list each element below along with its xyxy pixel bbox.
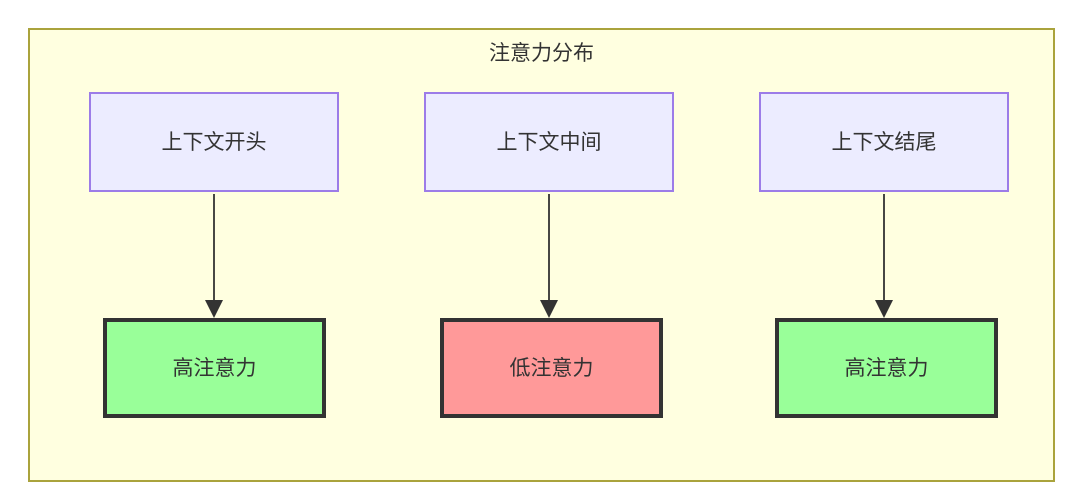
node-attention-high-end-label: 高注意力 bbox=[844, 356, 929, 380]
node-context-end-label: 上下文结尾 bbox=[831, 130, 937, 154]
node-context-start-label: 上下文开头 bbox=[161, 130, 267, 154]
node-attention-high-end[interactable]: 高注意力 bbox=[775, 318, 998, 418]
node-context-end[interactable]: 上下文结尾 bbox=[759, 92, 1009, 192]
node-attention-low-middle-label: 低注意力 bbox=[509, 356, 594, 380]
node-attention-low-middle[interactable]: 低注意力 bbox=[440, 318, 663, 418]
node-context-middle-label: 上下文中间 bbox=[496, 130, 602, 154]
node-context-middle[interactable]: 上下文中间 bbox=[424, 92, 674, 192]
subgraph-title: 注意力分布 bbox=[489, 42, 594, 65]
node-context-start[interactable]: 上下文开头 bbox=[89, 92, 339, 192]
node-attention-high-start[interactable]: 高注意力 bbox=[103, 318, 326, 418]
node-attention-high-start-label: 高注意力 bbox=[172, 356, 257, 380]
